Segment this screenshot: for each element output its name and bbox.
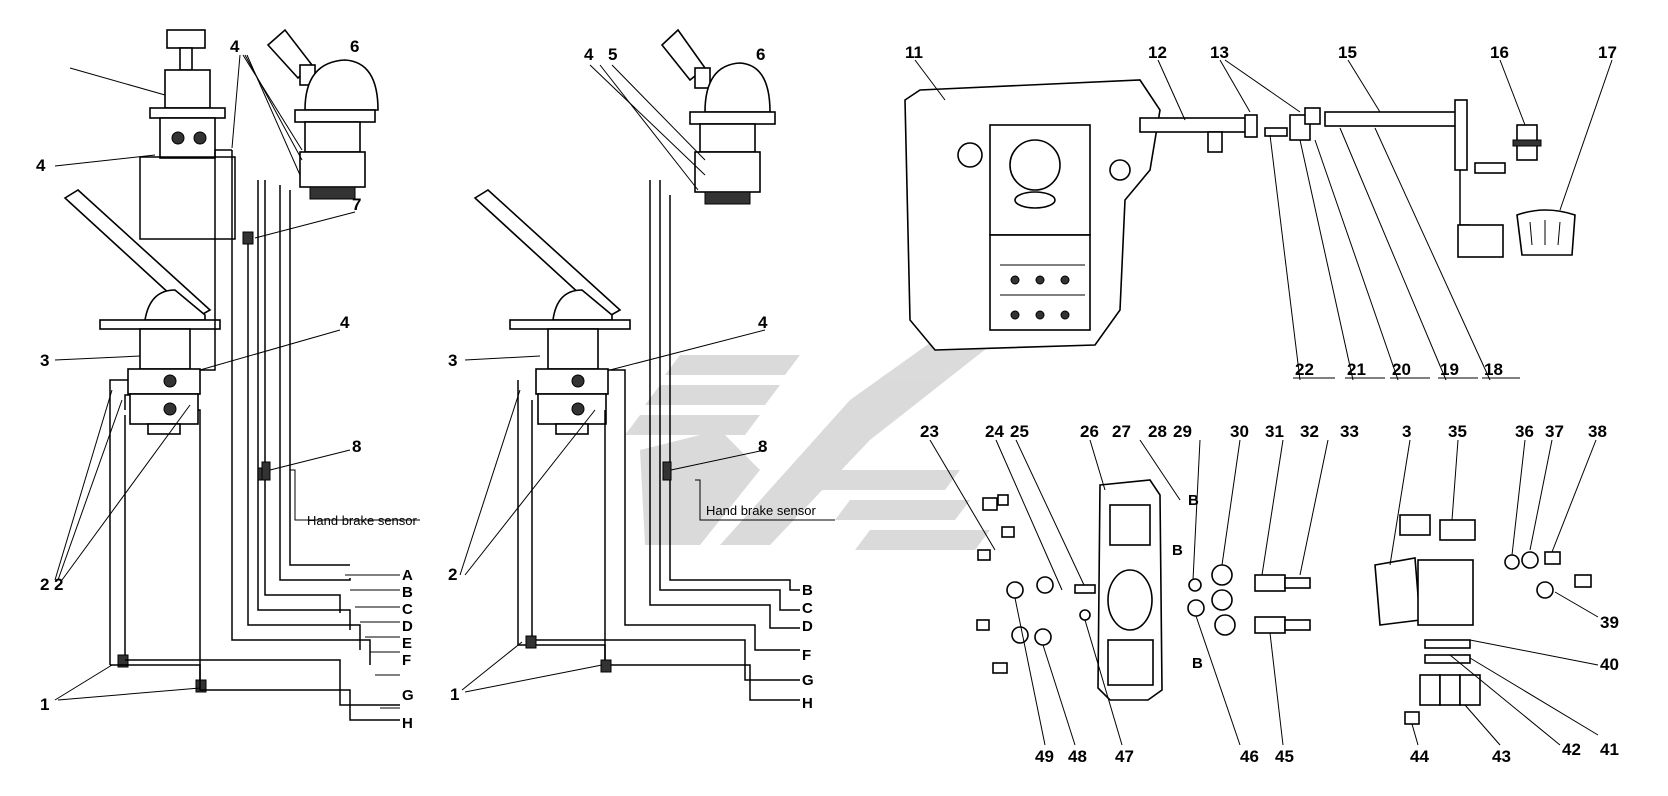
middle-schematic — [459, 28, 835, 701]
left-port-e: E — [402, 635, 412, 652]
callout-20: 20 — [1392, 360, 1411, 379]
callout-15: 15 — [1338, 43, 1357, 62]
part-letter-b-2: B — [1188, 492, 1199, 509]
callout-22: 22 — [1295, 360, 1314, 379]
callout-44: 44 — [1410, 747, 1429, 766]
callout-27: 27 — [1112, 422, 1131, 441]
callout-45: 45 — [1275, 747, 1294, 766]
mid-port-d: D — [802, 618, 813, 635]
left-port-h: H — [402, 715, 413, 732]
left-port-a: A — [402, 567, 413, 584]
callout-11: 11 — [905, 43, 923, 62]
pedal-assembly — [904, 59, 1613, 381]
valve-labels: 23 24 25 26 27 28 29 30 31 32 33 3 35 36… — [920, 422, 1619, 766]
callout-left-2b: 2 — [54, 575, 63, 594]
callout-36: 36 — [1515, 422, 1534, 441]
part-letter-b-3: B — [1192, 655, 1203, 672]
callout-left-1: 1 — [40, 695, 49, 714]
callout-48: 48 — [1068, 747, 1087, 766]
callout-left-4b: 4 — [36, 156, 46, 175]
callout-12: 12 — [1148, 43, 1167, 62]
callout-32: 32 — [1300, 422, 1319, 441]
callout-16: 16 — [1490, 43, 1509, 62]
callout-42: 42 — [1562, 740, 1581, 759]
callout-47: 47 — [1115, 747, 1134, 766]
callout-mid-6: 6 — [756, 45, 765, 64]
left-port-c: C — [402, 601, 413, 618]
callout-29: 29 — [1173, 422, 1192, 441]
mid-port-g: G — [802, 672, 814, 689]
callout-46: 46 — [1240, 747, 1259, 766]
mid-port-c: C — [802, 600, 813, 617]
callout-mid-1: 1 — [450, 685, 459, 704]
callout-25: 25 — [1010, 422, 1029, 441]
callout-18: 18 — [1484, 360, 1503, 379]
left-port-d: D — [402, 618, 413, 635]
callout-mid-2: 2 — [448, 565, 457, 584]
callout-28: 28 — [1148, 422, 1167, 441]
callout-26: 26 — [1080, 422, 1099, 441]
callout-mid-5: 5 — [608, 45, 617, 64]
callout-mid-8: 8 — [758, 437, 767, 456]
left-port-f: F — [402, 652, 411, 669]
callout-39: 39 — [1600, 613, 1619, 632]
callout-30: 30 — [1230, 422, 1249, 441]
callout-40: 40 — [1600, 655, 1619, 674]
callout-17: 17 — [1598, 43, 1617, 62]
callout-21: 21 — [1347, 360, 1366, 379]
left-port-g: G — [402, 687, 414, 704]
callout-left-4a: 4 — [230, 37, 240, 56]
callout-24: 24 — [985, 422, 1004, 441]
callout-49: 49 — [1035, 747, 1054, 766]
middle-sensor-label: Hand brake sensor — [706, 503, 817, 518]
callout-43: 43 — [1492, 747, 1511, 766]
callout-left-4c: 4 — [340, 313, 350, 332]
left-schematic — [54, 28, 420, 721]
callout-31: 31 — [1265, 422, 1284, 441]
mid-port-b: B — [802, 582, 813, 599]
part-letter-b-1: B — [1172, 542, 1183, 559]
callout-left-2a: 2 — [40, 575, 49, 594]
valve-exploded-view — [929, 439, 1599, 746]
callout-33: 33 — [1340, 422, 1359, 441]
callout-37: 37 — [1545, 422, 1564, 441]
left-port-b: B — [402, 584, 413, 601]
left-labels: 4 6 4 7 3 4 8 2 2 1 Hand brake sensor A … — [36, 37, 418, 732]
callout-left-3: 3 — [40, 351, 49, 370]
callout-23: 23 — [920, 422, 939, 441]
callout-3-valve: 3 — [1402, 422, 1411, 441]
middle-labels: 4 5 6 3 4 8 2 1 Hand brake sensor B C D … — [448, 45, 817, 712]
callout-13: 13 — [1210, 43, 1229, 62]
callout-38: 38 — [1588, 422, 1607, 441]
callout-41: 41 — [1600, 740, 1619, 759]
callout-mid-4b: 4 — [758, 313, 768, 332]
callout-left-7: 7 — [352, 195, 361, 214]
mid-port-h: H — [802, 695, 813, 712]
mid-port-f: F — [802, 647, 811, 664]
left-sensor-label: Hand brake sensor — [307, 513, 418, 528]
callout-left-8: 8 — [352, 437, 361, 456]
callout-mid-4: 4 — [584, 45, 594, 64]
callout-mid-3: 3 — [448, 351, 457, 370]
callout-35: 35 — [1448, 422, 1467, 441]
pedal-labels: 11 12 13 15 16 17 22 21 20 19 18 — [905, 43, 1617, 379]
callout-left-6: 6 — [350, 37, 359, 56]
callout-19: 19 — [1440, 360, 1459, 379]
